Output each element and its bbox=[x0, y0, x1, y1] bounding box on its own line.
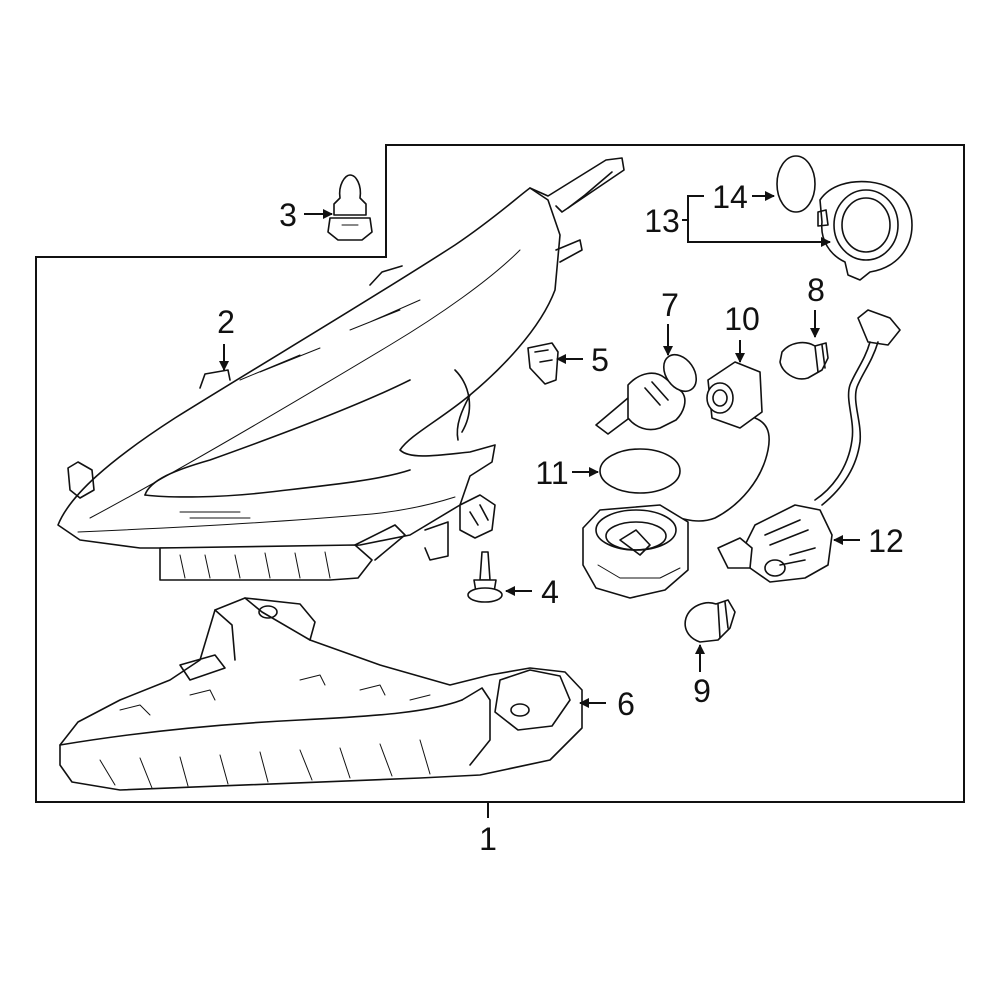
leader-lines bbox=[219, 191, 860, 708]
callout-1: 1 bbox=[479, 821, 497, 857]
retaining-clip bbox=[527, 342, 559, 385]
halogen-bulb bbox=[595, 353, 698, 435]
wiring-harness bbox=[717, 309, 901, 583]
hid-igniter bbox=[669, 361, 770, 522]
callout-5: 5 bbox=[591, 342, 609, 378]
dust-cap bbox=[817, 180, 913, 281]
callout-3: 3 bbox=[279, 197, 297, 233]
push-clip bbox=[327, 174, 373, 241]
callout-10: 10 bbox=[724, 301, 760, 337]
callout-14: 14 bbox=[712, 179, 748, 215]
turn-signal-bulb bbox=[684, 599, 736, 643]
side-marker-bulb bbox=[779, 341, 829, 380]
callout-4: 4 bbox=[541, 574, 559, 610]
callout-11: 11 bbox=[535, 455, 568, 491]
callout-13: 13 bbox=[644, 203, 680, 239]
callout-12: 12 bbox=[868, 523, 904, 559]
assembly-frame bbox=[35, 144, 965, 803]
callout-9: 9 bbox=[693, 673, 711, 709]
cap-seal bbox=[776, 155, 816, 213]
callout-8: 8 bbox=[807, 272, 825, 308]
o-ring-seal bbox=[599, 448, 681, 494]
callout-6: 6 bbox=[617, 686, 635, 722]
lower-housing-bracket bbox=[59, 597, 583, 791]
headlamp-housing bbox=[57, 157, 625, 581]
callout-7: 7 bbox=[661, 287, 679, 323]
callout-2: 2 bbox=[217, 304, 235, 340]
push-pin bbox=[467, 551, 503, 603]
ballast-unit bbox=[582, 504, 689, 599]
